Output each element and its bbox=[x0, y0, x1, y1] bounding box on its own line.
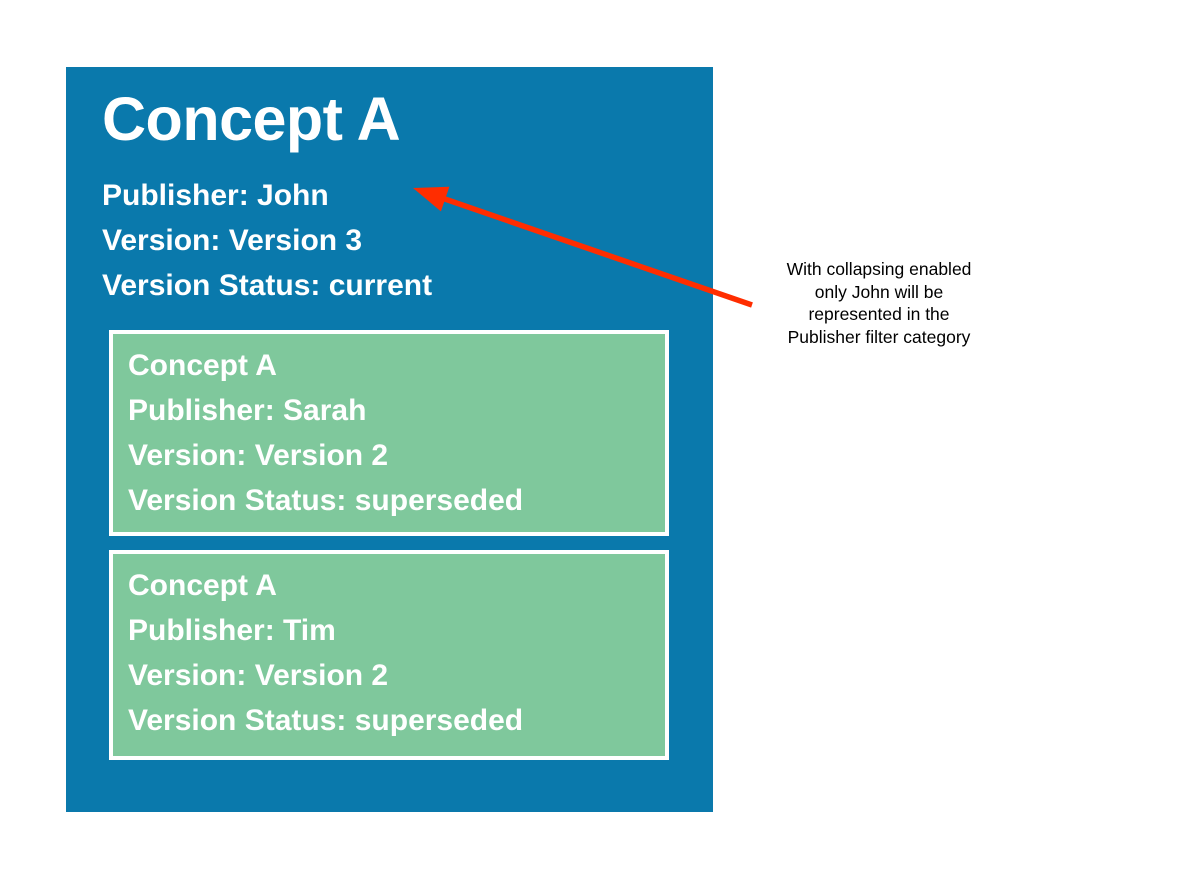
version-card: Concept A Publisher: Tim Version: Versio… bbox=[109, 550, 669, 760]
annotation-note: With collapsing enabled only John will b… bbox=[752, 258, 1006, 348]
version-card-version: Version: Version 2 bbox=[128, 659, 389, 692]
panel-meta-version: Version: Version 3 bbox=[102, 224, 363, 257]
panel-meta-version-status: Version Status: current bbox=[102, 269, 433, 302]
panel-title: Concept A bbox=[102, 85, 401, 153]
concept-panel: Concept A Publisher: John Version: Versi… bbox=[66, 67, 713, 812]
version-card-publisher: Publisher: Tim bbox=[128, 614, 336, 647]
version-card-publisher: Publisher: Sarah bbox=[128, 394, 367, 427]
version-card-version-status: Version Status: superseded bbox=[128, 704, 524, 737]
version-card: Concept A Publisher: Sarah Version: Vers… bbox=[109, 330, 669, 536]
version-card-version-status: Version Status: superseded bbox=[128, 484, 524, 517]
annotation-line: only John will be bbox=[814, 281, 944, 302]
version-card-version: Version: Version 2 bbox=[128, 439, 389, 472]
panel-meta-publisher: Publisher: John bbox=[102, 179, 329, 212]
annotation-line: represented in the bbox=[808, 304, 950, 324]
panel-meta-list: Publisher: John Version: Version 3 Versi… bbox=[102, 173, 662, 308]
annotation-line: With collapsing enabled bbox=[786, 259, 972, 279]
version-card-title: Concept A bbox=[128, 349, 277, 382]
version-card-title: Concept A bbox=[128, 569, 277, 602]
annotation-line: Publisher filter category bbox=[787, 326, 971, 347]
